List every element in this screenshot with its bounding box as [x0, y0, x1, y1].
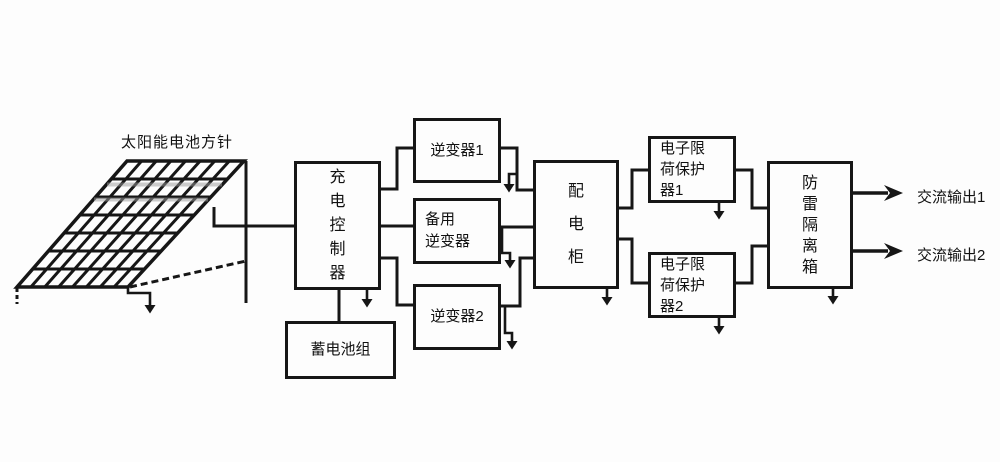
connection-wires [212, 146, 767, 321]
block-battery-pack: 蓄电池组 [285, 321, 396, 379]
ac-output-arrows [852, 185, 903, 259]
block-lightning-isolation-box: 防 雷 隔 离 箱 [767, 161, 853, 289]
solar-array-label: 太阳能电池方针 [120, 134, 233, 151]
block-distribution-cabinet: 配 电 柜 [533, 160, 619, 289]
distribution-cabinet-label: 配 电 柜 [567, 183, 584, 266]
block-load-protector2: 电子限 荷保护 器2 [648, 252, 736, 318]
block-inverter2: 逆变器2 [413, 284, 501, 350]
ac-output2-label: 交流输出2 [917, 247, 986, 264]
battery-pack-label: 蓄电池组 [310, 341, 371, 358]
ground-symbols [126, 172, 839, 350]
load-protector1-label: 电子限 荷保护 器1 [660, 140, 706, 199]
lightning-isolation-box-label: 防 雷 隔 离 箱 [801, 174, 818, 276]
inverter1-label: 逆变器1 [430, 141, 484, 159]
solar-panel-illustration [13, 159, 248, 304]
block-load-protector1: 电子限 荷保护 器1 [648, 136, 736, 203]
ac-output1-label: 交流输出1 [917, 189, 986, 206]
backup-inverter-label: 备用 逆变器 [425, 211, 471, 250]
load-protector2-label: 电子限 荷保护 器2 [660, 255, 706, 315]
block-backup-inverter: 备用 逆变器 [413, 198, 501, 264]
inverter2-label: 逆变器2 [430, 308, 484, 325]
charge-controller-label: 充 电 控 制 器 [329, 168, 346, 282]
block-charge-controller: 充 电 控 制 器 [294, 161, 381, 290]
block-inverter1: 逆变器1 [413, 118, 501, 183]
